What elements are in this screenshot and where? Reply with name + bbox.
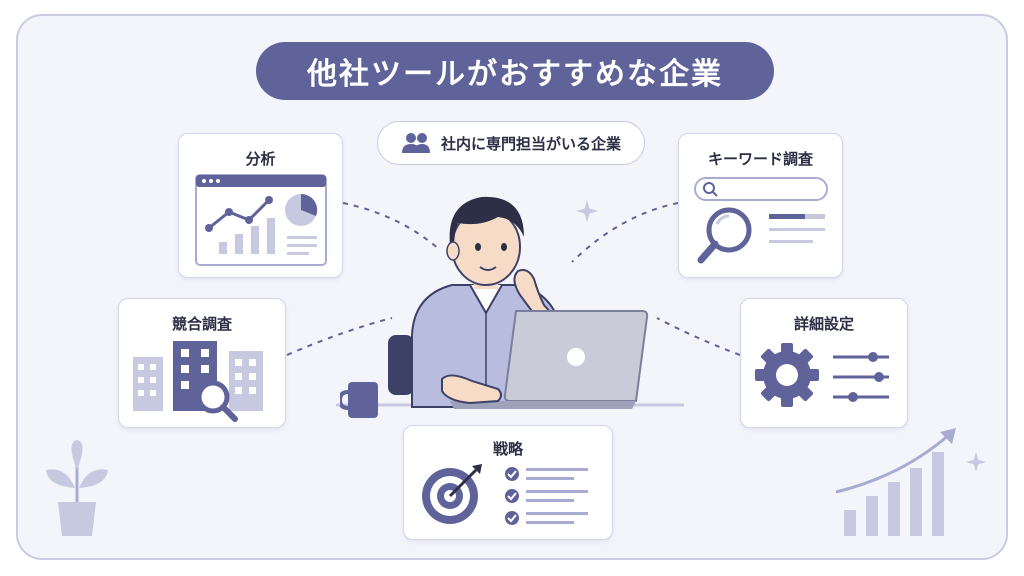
coffee-mug-icon bbox=[340, 382, 378, 418]
people-icon bbox=[401, 132, 431, 154]
plant-icon bbox=[46, 440, 108, 536]
growth-chart-icon bbox=[835, 428, 956, 536]
person-with-laptop bbox=[336, 196, 684, 409]
buildings-magnifier-icon bbox=[131, 337, 277, 425]
gear-sliders-icon bbox=[755, 339, 899, 415]
sparkle-icon bbox=[576, 200, 598, 222]
connector-competitor bbox=[286, 317, 393, 356]
card-strategy-title: 戦略 bbox=[492, 440, 523, 458]
card-competitor-title: 競合調査 bbox=[171, 315, 232, 333]
connector-settings bbox=[656, 317, 741, 356]
connector-keyword bbox=[571, 202, 679, 263]
card-analysis: 分析 bbox=[178, 133, 343, 278]
card-analysis-title: 分析 bbox=[245, 150, 276, 168]
card-competitor: 競合調査 bbox=[118, 298, 286, 428]
connector-analysis bbox=[342, 202, 441, 251]
card-keyword-title: キーワード調査 bbox=[707, 150, 813, 168]
card-strategy: 戦略 bbox=[403, 425, 613, 540]
card-settings-title: 詳細設定 bbox=[793, 315, 854, 333]
card-keyword: キーワード調査 bbox=[678, 133, 843, 278]
search-bar-icon bbox=[693, 174, 831, 270]
sparkle-icon bbox=[966, 452, 986, 472]
team-badge-label: 社内に専門担当がいる企業 bbox=[440, 134, 621, 153]
target-arrow-icon bbox=[418, 460, 600, 532]
analytics-dashboard-icon bbox=[195, 174, 327, 266]
page-title: 他社ツールがおすすめな企業 bbox=[256, 42, 774, 100]
card-settings: 詳細設定 bbox=[740, 298, 908, 428]
team-badge: 社内に専門担当がいる企業 bbox=[377, 121, 645, 165]
